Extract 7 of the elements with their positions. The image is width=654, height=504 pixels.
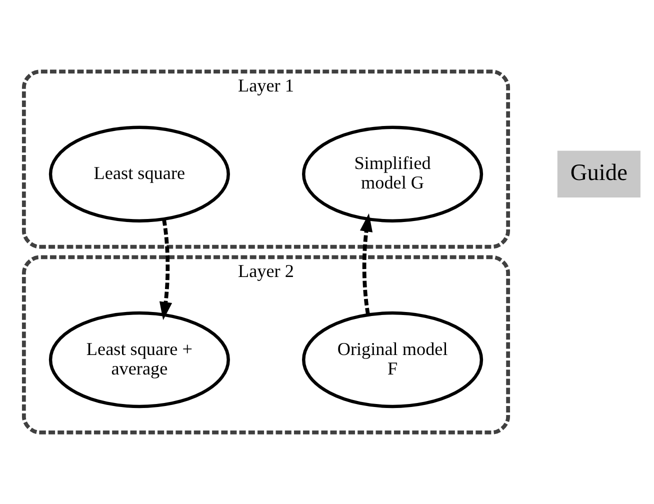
node-ellipse: Original model F [302,311,484,408]
node-ellipse: Least square [48,126,230,222]
node-ellipse: Least square + average [48,311,230,408]
node-ellipse: Simplified model G [302,126,484,222]
label: Guide [570,160,628,186]
arrow [360,213,373,315]
arrow [159,218,172,320]
